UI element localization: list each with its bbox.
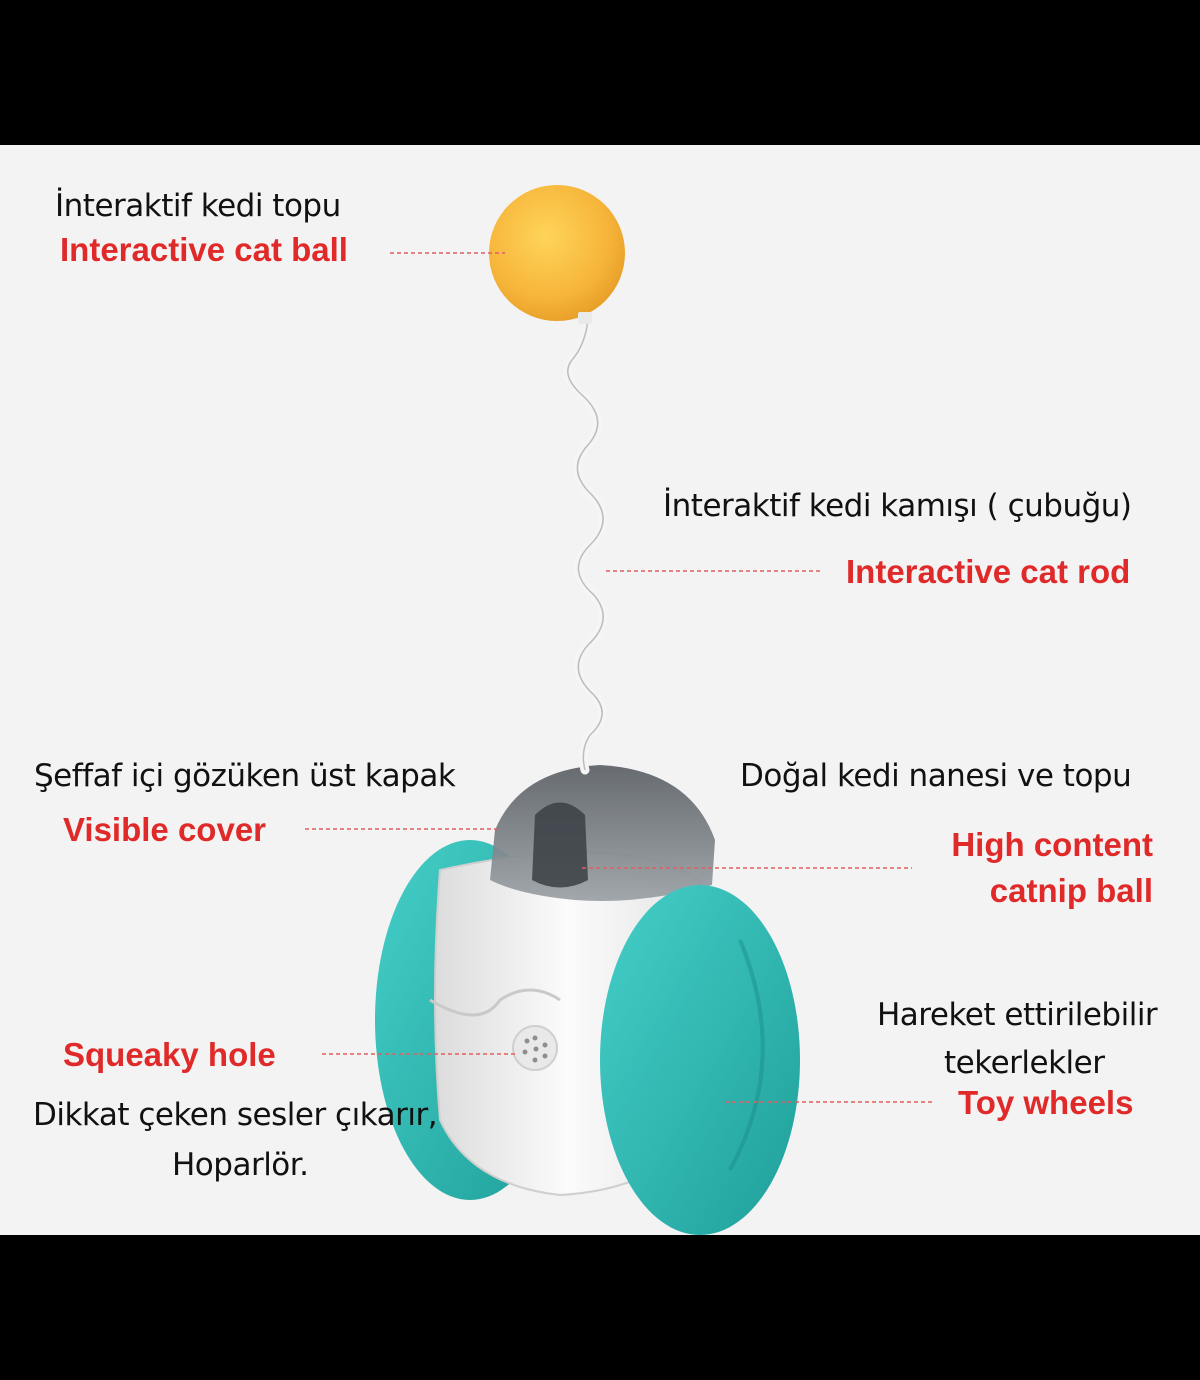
visible-cover <box>490 765 715 901</box>
catnip-chamber <box>532 802 588 888</box>
rod-label-en: Interactive cat rod <box>846 553 1131 590</box>
cover-label-en: Visible cover <box>63 811 267 848</box>
ball-label-tr: İnteraktif kedi topu <box>55 188 341 224</box>
squeaky-label-en: Squeaky hole <box>63 1036 276 1073</box>
body-seam <box>429 988 561 1017</box>
wheels-label-en: Toy wheels <box>958 1084 1134 1121</box>
right-wheel <box>600 885 800 1235</box>
ball-label-en: Interactive cat ball <box>60 231 348 268</box>
wheel-groove <box>728 939 765 1171</box>
leader-lines <box>305 252 934 1103</box>
catnip-label-tr: Doğal kedi nanesi ve topu <box>740 758 1132 794</box>
squeaky-label-tr-line1: Dikkat çeken sesler çıkarır, <box>33 1097 438 1133</box>
cover-label-tr: Şeffaf içi gözüken üst kapak <box>34 758 456 794</box>
spring-rod <box>563 315 608 775</box>
wheels-label-tr-line1: Hareket ettirilebilir <box>877 997 1158 1033</box>
speaker-dots <box>522 1035 548 1063</box>
ball-cap <box>578 312 592 324</box>
cat-ball <box>489 185 625 321</box>
wheels-label-tr-line2: tekerlekler <box>944 1045 1105 1081</box>
catnip-label-en-line2: catnip ball <box>989 872 1153 909</box>
squeaky-label-tr-line2: Hoparlör. <box>172 1147 309 1183</box>
catnip-label-en-line1: High content <box>951 826 1153 863</box>
rod-label-tr: İnteraktif kedi kamışı ( çubuğu) <box>663 488 1132 524</box>
